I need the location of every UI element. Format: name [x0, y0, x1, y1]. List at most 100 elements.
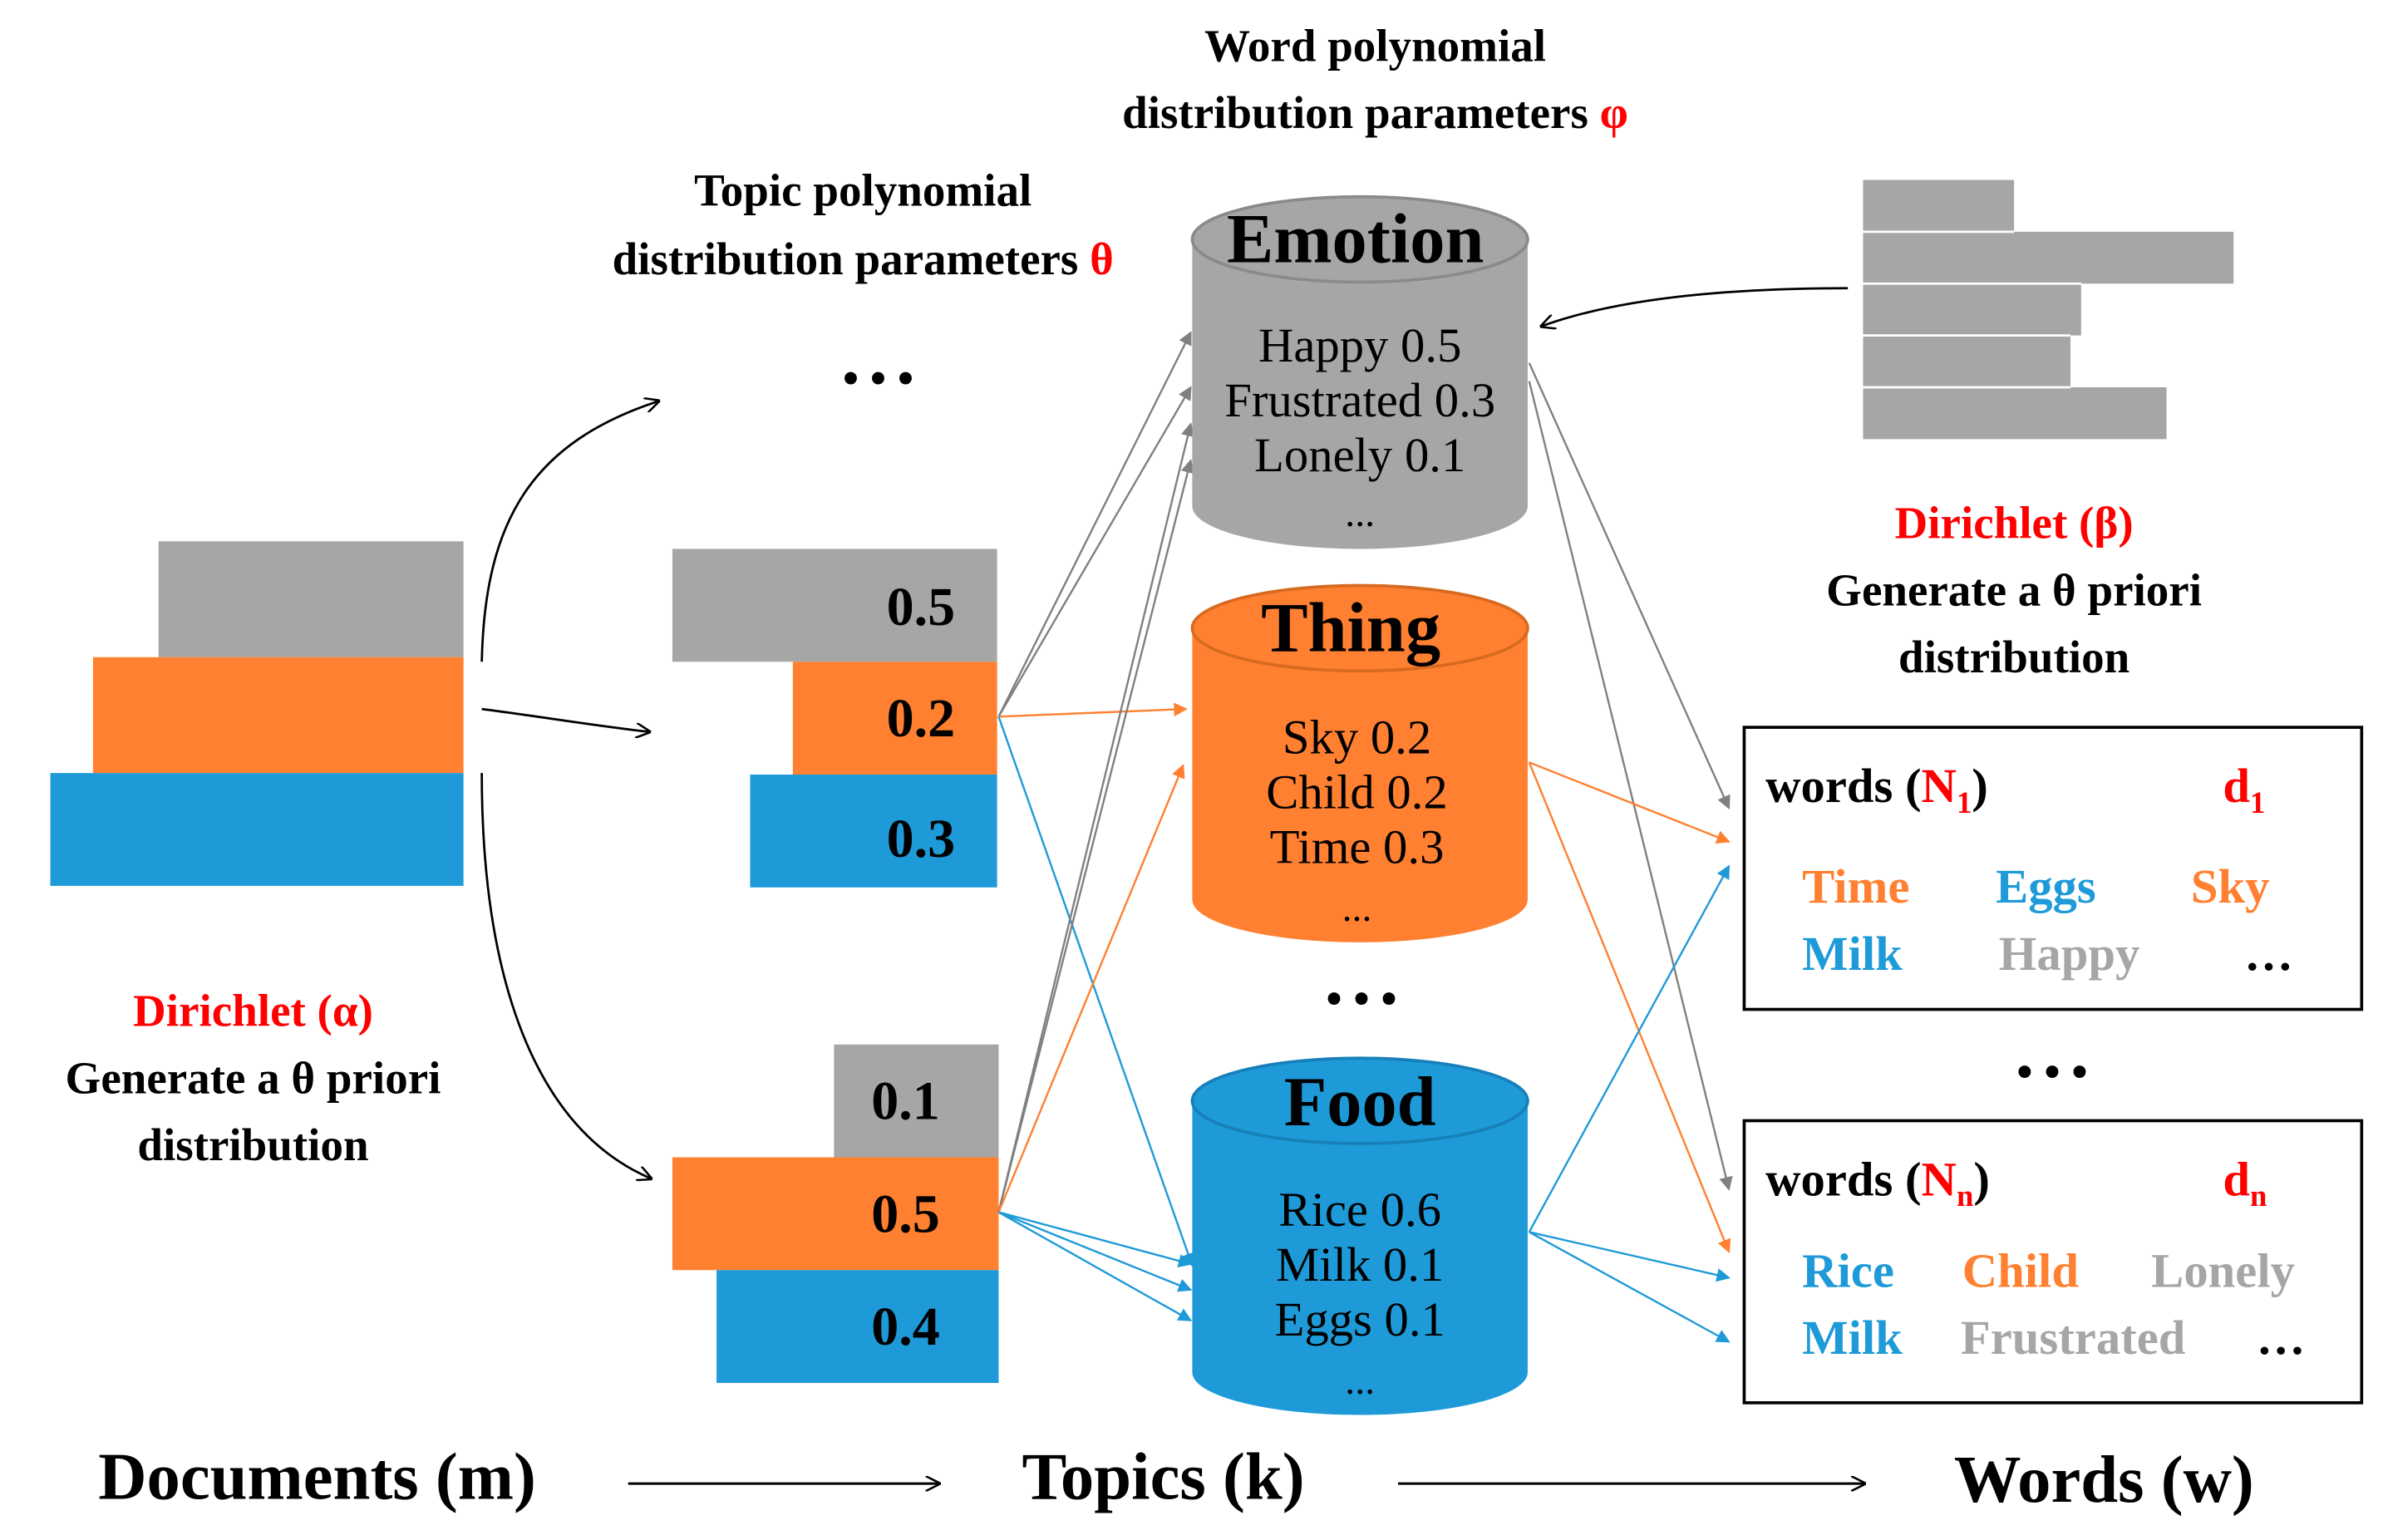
emotion-item-1: Happy 0.5: [1258, 318, 1461, 372]
arrow-food-docn-b: [1529, 1231, 1731, 1343]
doc-box-1-word-sky: Sky: [2191, 859, 2270, 913]
doc-bar-blue: [50, 773, 464, 886]
mix2-value-blue: 0.4: [871, 1296, 940, 1357]
doc-box-n-d: dn: [2223, 1152, 2267, 1213]
doc-box-n-d-main: d: [2223, 1152, 2250, 1206]
mix2-value-orange: 0.5: [871, 1183, 940, 1244]
arrow-mix2-emotion-b: [997, 459, 1194, 1213]
right-dirichlet-label: Dirichlet (β): [1895, 498, 2134, 549]
food-item-3: Eggs 0.1: [1274, 1292, 1445, 1346]
doc-box-n-d-sub: n: [2250, 1178, 2267, 1213]
arrow-food-docn-a: [1529, 1231, 1731, 1282]
word-bar-4: [1863, 335, 2070, 388]
doc-box-1-header: words (N1): [1765, 759, 1988, 819]
doc-box-1-frame: [1742, 726, 2364, 1011]
doc-bar-gray: [158, 541, 464, 657]
topic-param-title-line1: Topic polynomial: [694, 165, 1031, 216]
food-cylinder-body: [1192, 1100, 1528, 1415]
topic-name-emotion: Emotion: [1227, 201, 1484, 278]
doc-box-n-n-sub: n: [1957, 1178, 1973, 1213]
thing-item-1: Sky 0.2: [1283, 710, 1431, 764]
doc-box-n-word-milk: Milk: [1802, 1311, 1903, 1365]
arrow-emotion-doc1: [1528, 362, 1731, 810]
topic-cylinder-emotion: Emotion Happy 0.5 Frustrated 0.3 Lonely …: [1190, 194, 1529, 549]
doc-box-1-n: N: [1922, 759, 1957, 813]
ellipsis-topics: • • •: [1326, 973, 1396, 1024]
topic-name-food: Food: [1284, 1064, 1436, 1141]
food-item-2: Milk 0.1: [1276, 1237, 1444, 1292]
topic-name-thing: Thing: [1261, 589, 1440, 667]
word-distribution-bars: [1863, 180, 2234, 440]
doc-box-1-word-milk: Milk: [1802, 927, 1903, 981]
label-documents: Documents (m): [98, 1439, 536, 1513]
mix1-bar-gray: [672, 549, 997, 662]
right-prior-line2: Generate a θ priori: [1826, 564, 2202, 615]
doc-box-1-words-label: words (: [1765, 759, 1921, 813]
food-item-4: ...: [1345, 1360, 1375, 1403]
doc-box-n-word-child: Child: [1962, 1243, 2079, 1297]
arrow-mix1-thing: [998, 702, 1188, 718]
topic-param-title-line2: distribution parameters θ: [613, 234, 1114, 284]
document-stack-left: [50, 541, 464, 886]
food-cylinder-top: [1190, 1056, 1529, 1145]
doc-box-n-word-rice: Rice: [1802, 1243, 1894, 1297]
word-param-title-line1: Word polynomial: [1204, 20, 1546, 71]
arrow-mix2-thing: [997, 764, 1185, 1213]
ellipsis-docs: • • •: [2016, 1046, 2087, 1097]
arrow-mix1-food: [997, 716, 1195, 1267]
doc-box-1: words (N1) d1 Time Eggs Sky Milk Happy …: [1742, 726, 2364, 1011]
topic-param-text: distribution parameters: [613, 234, 1079, 284]
topic-to-doc-arrows: [1528, 362, 1733, 1343]
doc-box-n-words-label: words (: [1765, 1152, 1921, 1206]
ellipsis-topic-mix: • • •: [843, 352, 913, 403]
emotion-item-2: Frustrated 0.3: [1224, 373, 1495, 427]
topic-cylinder-thing: Thing Sky 0.2 Child 0.2 Time 0.3 ...: [1190, 583, 1529, 942]
word-param-title-line2: distribution parameters φ: [1122, 87, 1628, 138]
doc-arrow-top: [480, 401, 659, 662]
mix2-bar-blue: [716, 1270, 999, 1384]
word-param-text: distribution parameters: [1122, 87, 1588, 138]
doc-box-1-close: ): [1972, 759, 1988, 813]
arrow-mix1-emotion-a: [997, 331, 1192, 717]
mix1-value-gray: 0.5: [887, 577, 956, 637]
emotion-cylinder-body: [1192, 239, 1528, 549]
arrow-mix1-emotion-b: [997, 386, 1192, 717]
arrow-emotion-docn: [1528, 381, 1733, 1191]
doc-box-n-n: N: [1922, 1152, 1957, 1206]
mix1-value-blue: 0.3: [887, 809, 956, 869]
doc-topic-mix-1: 0.5 0.2 0.3: [672, 549, 997, 888]
thing-item-2: Child 0.2: [1266, 765, 1447, 819]
doc-bar-orange: [92, 657, 464, 774]
doc-box-n-header: words (Nn): [1765, 1152, 1990, 1213]
mix2-bar-orange: [672, 1157, 999, 1271]
word-bar-3: [1863, 283, 2081, 336]
word-bars-to-emotion-arrow: [1541, 287, 1849, 327]
emotion-cylinder-top: [1190, 194, 1529, 284]
doc-box-n-word-lonely: Lonely: [2151, 1243, 2295, 1297]
mix2-value-gray: 0.1: [871, 1071, 940, 1132]
right-prior-line3: distribution: [1898, 632, 2129, 682]
doc-box-1-word-happy: Happy: [1999, 927, 2140, 981]
thing-item-3: Time 0.3: [1270, 819, 1445, 873]
arrow-thing-docn: [1528, 761, 1731, 1253]
doc-box-1-d: d1: [2223, 759, 2265, 819]
thing-cylinder-body: [1192, 627, 1528, 942]
emotion-item-4: ...: [1345, 492, 1375, 535]
mix-to-topic-arrows: [997, 331, 1195, 1321]
left-prior-line3: distribution: [137, 1119, 368, 1170]
doc-box-1-n-sub: 1: [1957, 785, 1972, 819]
arrow-mix2-food-c: [997, 1211, 1193, 1321]
arrow-mix2-food-b: [998, 1211, 1193, 1292]
left-dirichlet-label: Dirichlet (α): [133, 986, 373, 1036]
doc-box-1-word-eggs: Eggs: [1996, 859, 2096, 913]
label-topics: Topics (k): [1022, 1439, 1305, 1513]
arrow-thing-doc1: [1529, 761, 1731, 844]
doc-arrow-middle: [481, 707, 650, 732]
word-bar-1: [1863, 180, 2015, 232]
mix2-bar-gray: [834, 1044, 999, 1158]
doc-box-n-frame: [1742, 1119, 2364, 1405]
left-prior-line2: Generate a θ priori: [66, 1052, 441, 1103]
doc-topic-mix-2: 0.1 0.5 0.4: [672, 1044, 999, 1384]
doc-arrow-bottom: [480, 773, 652, 1178]
